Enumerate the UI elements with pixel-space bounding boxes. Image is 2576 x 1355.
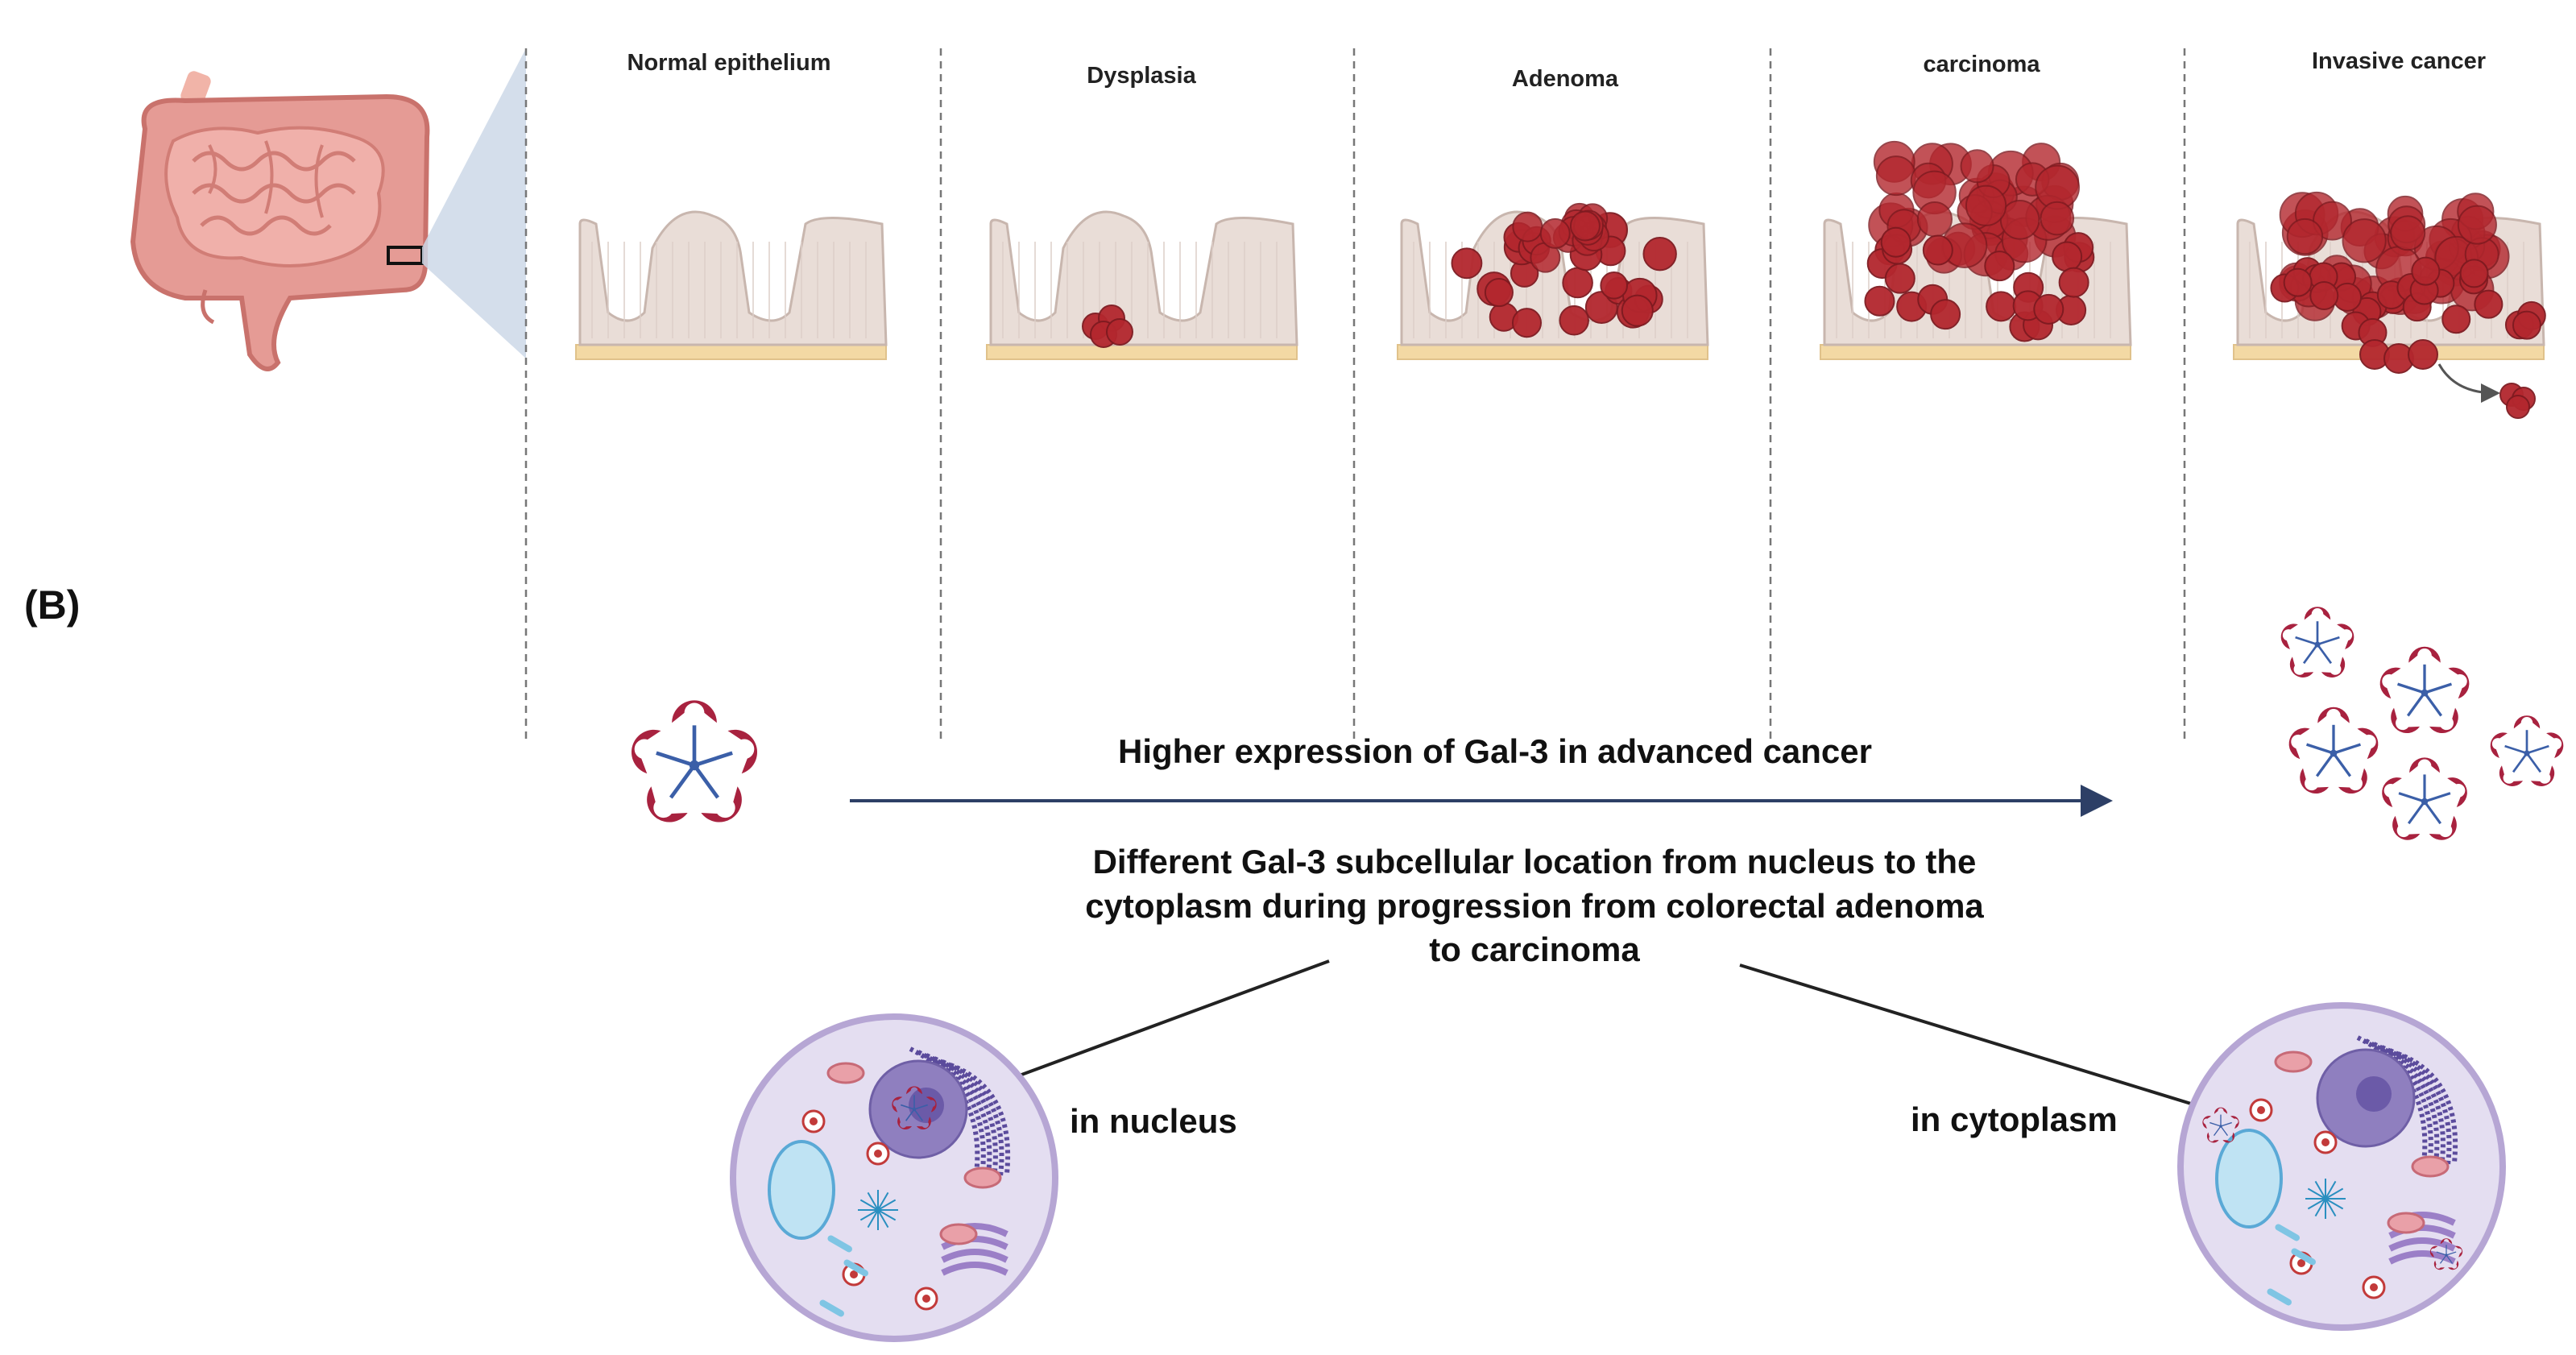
mitochondrion bbox=[2274, 1050, 2313, 1073]
intestine-illustration bbox=[130, 71, 430, 371]
mitochondrion bbox=[939, 1223, 978, 1245]
basement-membrane bbox=[986, 344, 1298, 360]
location-caption-line-3: to carcinoma bbox=[1429, 930, 1640, 969]
tumor-cell bbox=[1642, 237, 1677, 271]
tumor-cell bbox=[1916, 201, 1953, 238]
tumor-cell bbox=[1965, 184, 2007, 226]
tumor-cell bbox=[2052, 241, 2083, 272]
tumor-cell bbox=[2512, 310, 2541, 340]
tumor-cell bbox=[2309, 280, 2339, 310]
tumor-cell bbox=[2033, 293, 2065, 325]
stage-title-normal: Normal epithelium bbox=[627, 50, 831, 76]
galectin-pentamer bbox=[2382, 757, 2467, 840]
tumor-cell bbox=[1884, 263, 1915, 294]
cell-nuclear-gal3-icon bbox=[730, 1013, 1058, 1342]
tumor-cell bbox=[2441, 305, 2471, 334]
epithelium-layer bbox=[578, 210, 888, 346]
galectin-pentamer bbox=[2202, 1107, 2239, 1143]
stage-illustration-4 bbox=[1820, 140, 2132, 360]
tumor-cell bbox=[2506, 395, 2530, 419]
tumor-cell bbox=[1512, 211, 1543, 242]
location-caption: Different Gal-3 subcellular location fro… bbox=[1043, 840, 2026, 972]
expression-caption: Higher expression of Gal-3 in advanced c… bbox=[1118, 732, 1872, 770]
vacuole bbox=[768, 1140, 835, 1240]
tumor-cell bbox=[1562, 267, 1593, 299]
stage-title-dysplasia: Dysplasia bbox=[1087, 63, 1196, 89]
location-caption-line-1: Different Gal-3 subcellular location fro… bbox=[1092, 843, 1977, 881]
tumor-cell bbox=[1880, 226, 1911, 258]
tumor-cell bbox=[2283, 267, 2313, 297]
mitochondrion bbox=[826, 1062, 865, 1084]
tumor-cell bbox=[1930, 299, 1961, 330]
vacuole bbox=[2215, 1129, 2283, 1229]
in-cytoplasm-label: in cytoplasm bbox=[1911, 1100, 2118, 1138]
tumor-cell bbox=[1484, 278, 1514, 308]
galectin-pentamer bbox=[892, 1086, 937, 1129]
tumor-cell bbox=[1559, 305, 1589, 336]
stage-title-invasive: Invasive cancer bbox=[2311, 48, 2487, 74]
stage-illustration-2 bbox=[986, 210, 1298, 360]
tumor-cell bbox=[1600, 271, 1629, 300]
basement-membrane bbox=[1820, 344, 2131, 360]
tumor-cell bbox=[1539, 218, 1571, 249]
metastasis-arrow bbox=[2437, 363, 2500, 403]
tumor-cell bbox=[2286, 218, 2324, 255]
tumor-cell bbox=[2040, 201, 2075, 236]
stage-illustration-1 bbox=[575, 210, 888, 360]
galectin-pentamer bbox=[2379, 646, 2470, 734]
tumor-cell bbox=[1960, 149, 1994, 184]
nucleolus bbox=[2356, 1076, 2392, 1112]
panel-label: (B) bbox=[24, 582, 81, 628]
tumor-cell bbox=[2474, 289, 2504, 319]
tumor-cell bbox=[1986, 291, 2017, 322]
epithelium-layer bbox=[989, 210, 1298, 346]
galectin-3-icon bbox=[631, 700, 758, 823]
stage-title-carcinoma: carcinoma bbox=[1923, 52, 2040, 77]
galectin-3-cluster-icon bbox=[2280, 607, 2564, 840]
tumor-cell bbox=[2457, 205, 2497, 245]
tumor-cell bbox=[2411, 256, 2441, 286]
tumor-cell bbox=[2408, 339, 2438, 370]
tumor-cell bbox=[2342, 218, 2387, 263]
basement-membrane bbox=[575, 344, 887, 360]
tumor-cell bbox=[1106, 318, 1133, 346]
mitochondrion bbox=[2387, 1212, 2425, 1234]
tumor-cell bbox=[1984, 251, 2015, 282]
stage-title-adenoma: Adenoma bbox=[1511, 66, 1619, 92]
galectin-pentamer bbox=[631, 700, 758, 823]
mitochondrion bbox=[2411, 1155, 2450, 1178]
tumor-cell bbox=[1922, 234, 1953, 266]
location-caption-line-2: cytoplasm during progression from colore… bbox=[1085, 886, 1984, 925]
tumor-cell bbox=[1569, 210, 1601, 242]
galectin-pentamer bbox=[2429, 1238, 2463, 1270]
galectin-pentamer bbox=[2280, 607, 2354, 678]
stage-illustration-5 bbox=[2233, 191, 2546, 419]
tumor-cell bbox=[1451, 247, 1483, 280]
tumor-cell bbox=[2390, 215, 2426, 251]
in-nucleus-label: in nucleus bbox=[1070, 1102, 1237, 1140]
basement-membrane bbox=[1397, 344, 1708, 360]
cell-cytoplasmic-gal3-icon bbox=[2177, 1002, 2506, 1331]
stage-illustrations bbox=[575, 140, 2546, 419]
tumor-cell bbox=[1621, 294, 1654, 327]
mitochondrion bbox=[963, 1166, 1002, 1189]
tumor-cell bbox=[1511, 308, 1543, 338]
galectin-pentamer bbox=[2490, 715, 2564, 786]
galectin-pentamer bbox=[2288, 707, 2379, 794]
tumor-cell bbox=[1875, 155, 1916, 197]
arrow-to-cytoplasm bbox=[1739, 963, 2250, 1128]
tumor-cell bbox=[2459, 259, 2489, 288]
zoom-wedge bbox=[422, 48, 526, 358]
tumor-cell bbox=[1864, 285, 1895, 317]
tumor-cell bbox=[2058, 267, 2089, 298]
stage-illustration-3 bbox=[1397, 202, 1709, 360]
